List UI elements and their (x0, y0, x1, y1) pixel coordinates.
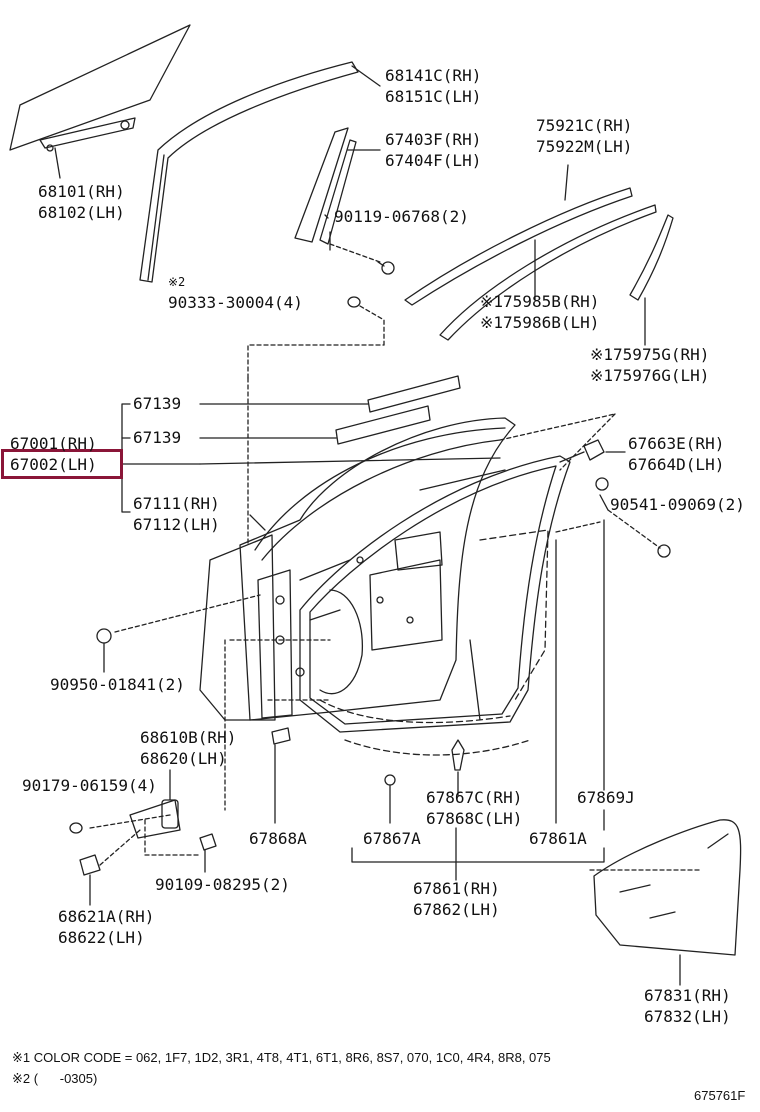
label-75922M[interactable]: 75922M(LH) (536, 137, 633, 156)
label-67404F[interactable]: 67404F(LH) (385, 151, 482, 170)
division-bar-part (294, 127, 381, 251)
plug-90950-part (96, 628, 112, 673)
service-cover-part (593, 819, 742, 986)
leader-bracket-67861 (351, 809, 605, 881)
label-67862[interactable]: 67862(LH) (413, 900, 500, 919)
label-67861[interactable]: 67861(RH) (413, 879, 500, 898)
label-67867C[interactable]: 67867C(RH) (426, 788, 523, 807)
label-68622[interactable]: 68622(LH) (58, 928, 145, 947)
label-90950[interactable]: 90950-01841(2) (50, 675, 185, 694)
label-75986B[interactable]: ※175986B(LH) (480, 313, 600, 332)
footnote-date-range: ※2 ( -0305) (12, 1071, 98, 1086)
label-67664D[interactable]: 67664D(LH) (628, 455, 725, 474)
screw-90333-part (247, 296, 385, 379)
label-67139-lower[interactable]: 67139 (133, 428, 182, 447)
bolt-90109-part (199, 833, 217, 873)
moulding-75975-part (629, 214, 674, 346)
label-75976G[interactable]: ※175976G(LH) (590, 366, 710, 385)
label-67139-upper[interactable]: 67139 (133, 394, 182, 413)
label-75921C[interactable]: 75921C(RH) (536, 116, 633, 135)
label-68620[interactable]: 68620(LH) (140, 749, 227, 768)
hinge-part (69, 727, 291, 906)
label-67869J[interactable]: 67869J (577, 788, 635, 807)
moulding-75985-part (439, 204, 657, 341)
moulding-75921-part (404, 164, 633, 306)
label-90109[interactable]: 90109-08295(2) (155, 875, 290, 894)
label-67831[interactable]: 67831(RH) (644, 986, 731, 1005)
label-67868C[interactable]: 67868C(LH) (426, 809, 523, 828)
label-90333[interactable]: 90333-30004(4) (168, 293, 303, 312)
label-68101[interactable]: 68101(RH) (38, 182, 125, 201)
clip-67663-part (559, 439, 671, 558)
label-68102[interactable]: 68102(LH) (38, 203, 125, 222)
label-67861A[interactable]: 67861A (529, 829, 587, 848)
label-67832[interactable]: 67832(LH) (644, 1007, 731, 1026)
catalog-id: 675761F (694, 1088, 746, 1103)
footnote-color-code: ※1 COLOR CODE = 062, 1F7, 1D2, 3R1, 4T8,… (12, 1050, 551, 1065)
seal-67139-part (199, 375, 461, 445)
label-67002[interactable]: 67002(LH) (10, 455, 97, 474)
weatherstrip-part (299, 455, 571, 756)
label-75975G[interactable]: ※175975G(RH) (590, 345, 710, 364)
label-67867A[interactable]: 67867A (363, 829, 421, 848)
glass-run-part (139, 61, 381, 283)
label-68610B[interactable]: 68610B(RH) (140, 728, 237, 747)
label-90541[interactable]: 90541-09069(2) (610, 495, 745, 514)
door-shell-part (199, 417, 516, 721)
bolt-90119-part (329, 243, 395, 275)
selected-part-highlight (1, 449, 123, 479)
label-67868A[interactable]: 67868A (249, 829, 307, 848)
label-68141C[interactable]: 68141C(RH) (385, 66, 482, 85)
clip-67867-part (274, 519, 605, 824)
label-90119[interactable]: 90119-06768(2) (334, 207, 469, 226)
label-67663E[interactable]: 67663E(RH) (628, 434, 725, 453)
label-67111[interactable]: 67111(RH) (133, 494, 220, 513)
label-67001[interactable]: 67001(RH) (10, 434, 97, 453)
label-68151C[interactable]: 68151C(LH) (385, 87, 482, 106)
label-67403F[interactable]: 67403F(RH) (385, 130, 482, 149)
door-glass-part (9, 24, 191, 179)
label-75985B[interactable]: ※175985B(RH) (480, 292, 600, 311)
label-68621A[interactable]: 68621A(RH) (58, 907, 155, 926)
mark-note-2: ※2 (168, 275, 186, 289)
dashed-guides (89, 377, 701, 871)
label-90179[interactable]: 90179-06159(4) (22, 776, 157, 795)
label-67112[interactable]: 67112(LH) (133, 515, 220, 534)
